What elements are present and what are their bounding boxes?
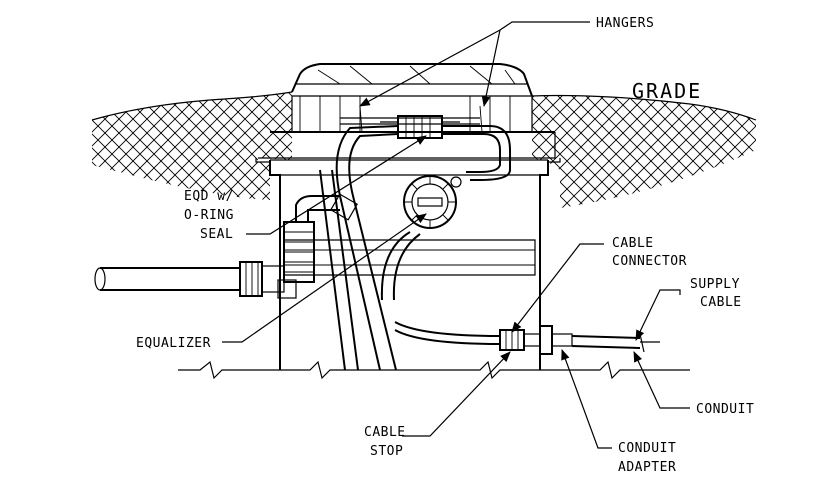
conduit-adapter-label-line2: ADAPTER bbox=[618, 460, 676, 475]
eqd-label-line1: EQD w/ bbox=[184, 189, 234, 204]
supply-hose bbox=[319, 125, 511, 371]
inlet-pipe bbox=[94, 261, 285, 297]
equalizer-label: EQUALIZER bbox=[136, 336, 211, 351]
break-line bbox=[178, 360, 690, 380]
cable-connector-label-line2: CONNECTOR bbox=[612, 254, 687, 269]
supply-cable-label-line2: CABLE bbox=[700, 295, 742, 310]
soil-left bbox=[91, 91, 293, 200]
equalizer bbox=[403, 175, 462, 229]
cable-stop-label-line2: STOP bbox=[370, 444, 403, 459]
box-lid bbox=[291, 63, 533, 133]
supply-cable-label-line1: SUPPLY bbox=[690, 277, 740, 292]
eqd-label-line2: O-RING bbox=[184, 208, 234, 223]
hangers-label: HANGERS bbox=[596, 16, 654, 31]
valve-assembly bbox=[277, 195, 340, 299]
soil-right bbox=[531, 94, 757, 208]
valve-box-body bbox=[255, 131, 561, 370]
leader-lines bbox=[222, 21, 690, 449]
grade-label: GRADE bbox=[632, 79, 702, 103]
cable-connector-label-line1: CABLE bbox=[612, 236, 654, 251]
eqd-label-line3: SEAL bbox=[200, 227, 233, 242]
conduit-label: CONDUIT bbox=[696, 402, 754, 417]
conduit-adapter-label-line1: CONDUIT bbox=[618, 441, 676, 456]
cable-stop-label-line1: CABLE bbox=[364, 425, 406, 440]
